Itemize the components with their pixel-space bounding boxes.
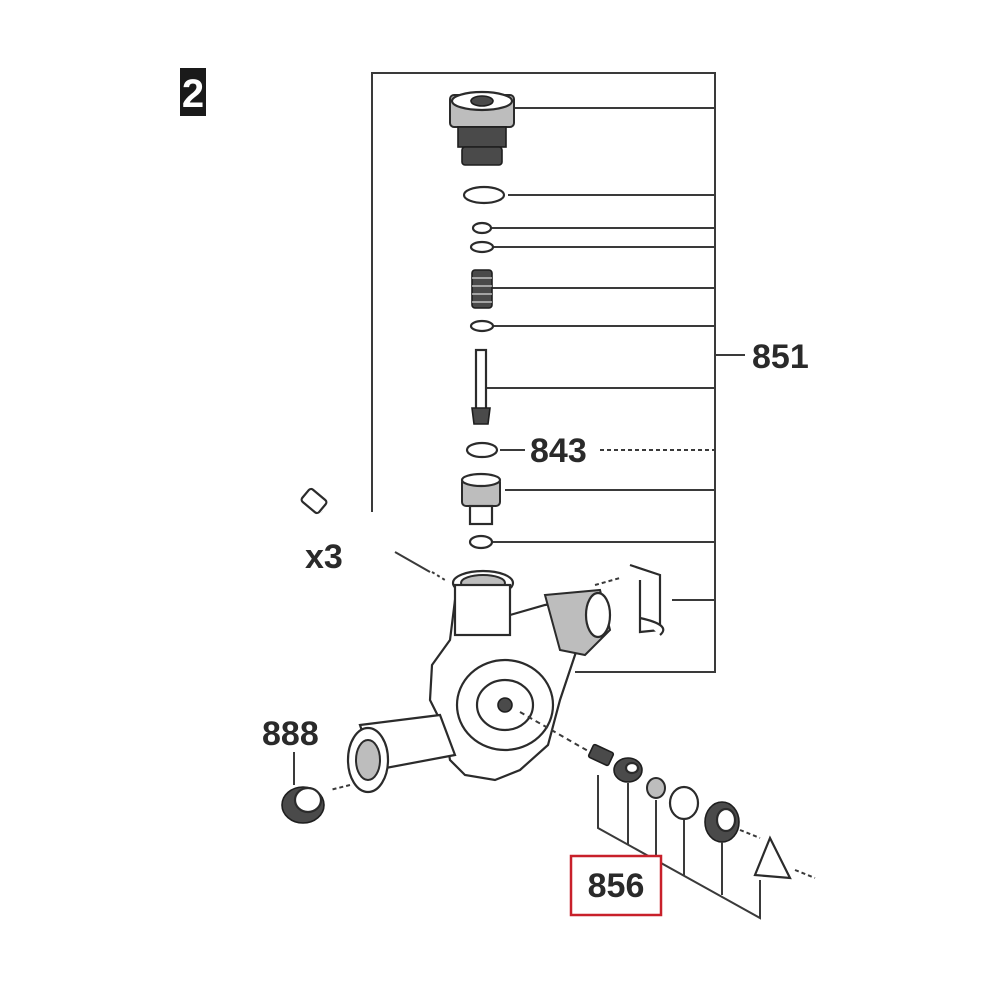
inlet-fitting	[329, 713, 457, 794]
valve-retainer-clip	[753, 835, 792, 880]
figure-number-badge: 2	[180, 68, 206, 116]
seal-label-843: 843	[530, 432, 587, 470]
valve-axis-dashed	[519, 711, 596, 756]
figure-number: 2	[182, 72, 204, 116]
quantity-label-x3: x3	[305, 538, 343, 576]
assembly-label-851: 851	[752, 338, 809, 376]
valve-cap-part	[449, 90, 515, 166]
washer-small-1	[471, 221, 493, 235]
valve-kit-label-856: 856	[588, 867, 645, 905]
cap-label-888: 888	[262, 715, 319, 753]
inlet-cap-888	[281, 786, 325, 824]
o-ring-large	[462, 185, 506, 205]
seal-ring-843	[465, 441, 499, 459]
valve-cage	[704, 801, 740, 843]
washer-bottom	[468, 534, 494, 550]
valve-kit-highlight-box	[569, 854, 663, 917]
valve-washer	[646, 777, 666, 799]
valve-spring-small	[587, 743, 615, 767]
washer-small-3	[469, 319, 495, 333]
valve-kit-856-bracket	[597, 775, 761, 920]
washer-small-2	[469, 240, 495, 254]
spring-part	[471, 269, 493, 309]
valve-poppet	[613, 757, 643, 783]
assembly-851-bracket	[371, 72, 745, 673]
retaining-clip	[629, 563, 665, 636]
valve-o-ring	[668, 785, 700, 821]
valve-seat-part	[460, 472, 502, 526]
valve-pin-part	[471, 348, 491, 425]
bolt-part	[300, 487, 446, 581]
pump-head-body	[428, 569, 621, 782]
